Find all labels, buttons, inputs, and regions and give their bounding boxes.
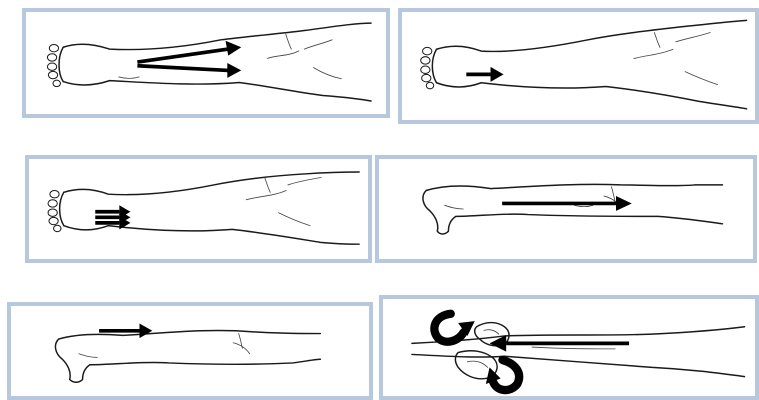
leg-illustration	[26, 12, 386, 114]
toe-icon	[426, 82, 433, 89]
panel-side-long-arrow	[375, 155, 757, 263]
toe-icon	[50, 190, 59, 197]
toe-icon	[53, 80, 60, 86]
toe-icon	[422, 74, 431, 81]
panel-leg-triple-arrows	[25, 155, 372, 263]
leg-illustration	[402, 12, 755, 120]
toe-icon	[423, 47, 432, 54]
leg-illustration	[379, 159, 753, 259]
panel-leg-two-arrows	[22, 8, 390, 118]
toe-icon	[54, 225, 61, 231]
hands-illustration	[383, 299, 755, 396]
leg-illustration	[29, 159, 368, 259]
arrow-upper	[137, 41, 241, 62]
rotation-arrow-top-icon	[434, 314, 474, 342]
toe-icon	[421, 57, 430, 64]
arrow-lower	[137, 63, 241, 78]
panel-leg-single-arrow	[398, 8, 759, 124]
toe-icon	[48, 200, 57, 207]
toe-icon	[47, 54, 56, 61]
panel-side-short-arrow	[7, 302, 373, 400]
toe-icon	[421, 66, 430, 73]
leg-illustration	[11, 306, 369, 396]
panel-hands-traction	[379, 295, 759, 400]
arrow-ankle	[466, 67, 503, 82]
toe-icon	[49, 217, 58, 224]
arrow-calf	[502, 196, 632, 211]
toe-icon	[48, 209, 57, 216]
toe-icon	[47, 63, 56, 70]
rotation-arrow-bottom-icon	[486, 360, 519, 390]
toe-icon	[49, 44, 58, 51]
toe-icon	[48, 71, 57, 78]
